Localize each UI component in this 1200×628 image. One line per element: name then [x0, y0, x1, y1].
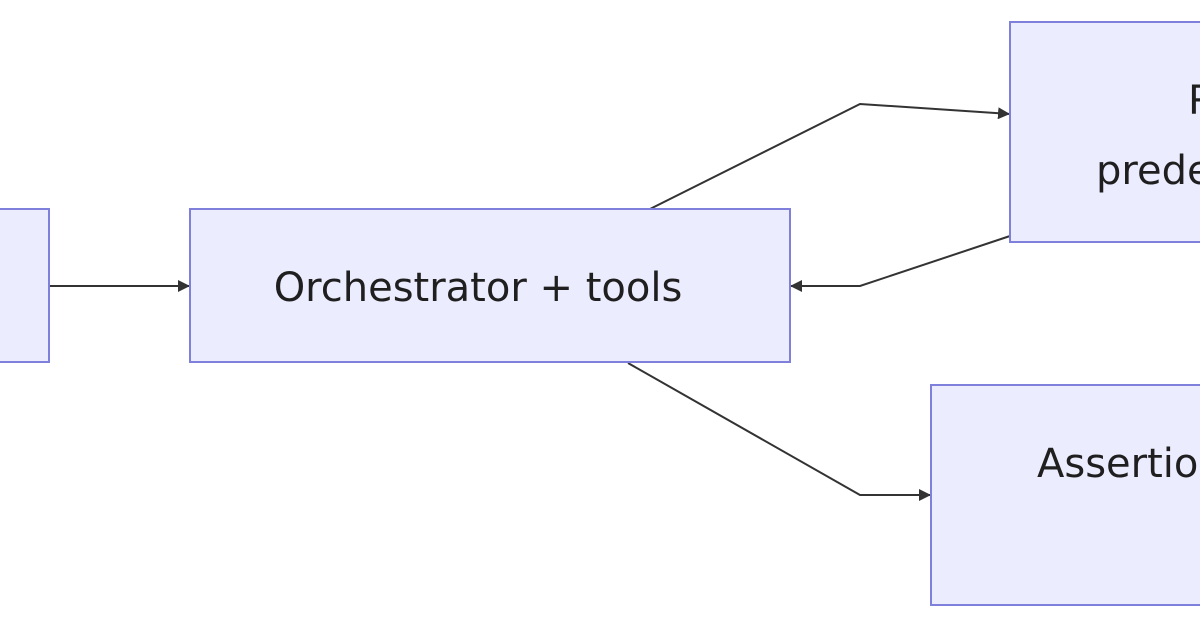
- edge-top-right-to-orchestrator: [790, 235, 1011, 292]
- edge-orchestrator-to-bottom-right: [627, 362, 931, 501]
- node-bottom-right: Assertio: [930, 384, 1200, 606]
- node-orchestrator: Orchestrator + tools: [189, 208, 791, 363]
- node-left-partial: [0, 208, 50, 363]
- edge-orchestrator-to-top-right: [649, 102, 1011, 210]
- node-top-right: R prede: [1009, 21, 1200, 243]
- node-bottom-right-label: Assertio: [1037, 441, 1198, 487]
- node-top-right-label-line1: R: [1188, 78, 1200, 124]
- node-orchestrator-label: Orchestrator + tools: [274, 265, 683, 311]
- node-top-right-label-line2: prede: [1096, 148, 1200, 194]
